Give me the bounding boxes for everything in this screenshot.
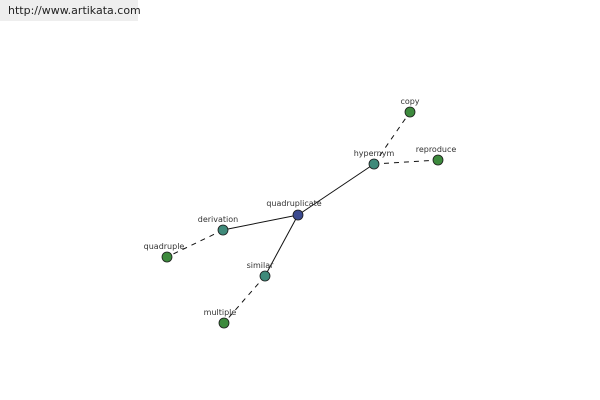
edge-quadruplicate-hypernym xyxy=(297,163,375,216)
node-label-hypernym: hypernym xyxy=(354,149,395,158)
node-label-quadruple: quadruple xyxy=(144,242,185,251)
edge-similar-multiple xyxy=(223,275,266,324)
edge-quadruplicate-derivation xyxy=(222,214,299,231)
site-url-link[interactable]: http://www.artikata.com xyxy=(8,4,141,17)
node-reproduce[interactable] xyxy=(432,154,444,166)
node-hypernym[interactable] xyxy=(368,158,380,170)
node-similar[interactable] xyxy=(259,270,271,282)
node-quadruple[interactable] xyxy=(161,251,173,263)
node-label-derivation: derivation xyxy=(198,215,238,224)
url-banner: http://www.artikata.com xyxy=(0,0,141,21)
node-quadruplicate[interactable] xyxy=(292,209,304,221)
node-label-copy: copy xyxy=(400,97,419,106)
node-copy[interactable] xyxy=(404,106,416,118)
edge-derivation-quadruple xyxy=(166,229,224,258)
node-label-quadruplicate: quadruplicate xyxy=(266,199,321,208)
edge-quadruplicate-similar xyxy=(264,214,299,277)
edges-layer xyxy=(166,111,439,324)
nodes-layer xyxy=(161,106,444,329)
node-label-multiple: multiple xyxy=(204,308,237,317)
node-label-similar: similar xyxy=(247,261,275,270)
node-label-reproduce: reproduce xyxy=(416,145,457,154)
edge-hypernym-copy xyxy=(373,111,411,165)
node-derivation[interactable] xyxy=(217,224,229,236)
node-multiple[interactable] xyxy=(218,317,230,329)
edge-hypernym-reproduce xyxy=(373,159,439,165)
labels-layer: quadruplicate hypernym copy reproduce deriva… xyxy=(144,97,457,317)
